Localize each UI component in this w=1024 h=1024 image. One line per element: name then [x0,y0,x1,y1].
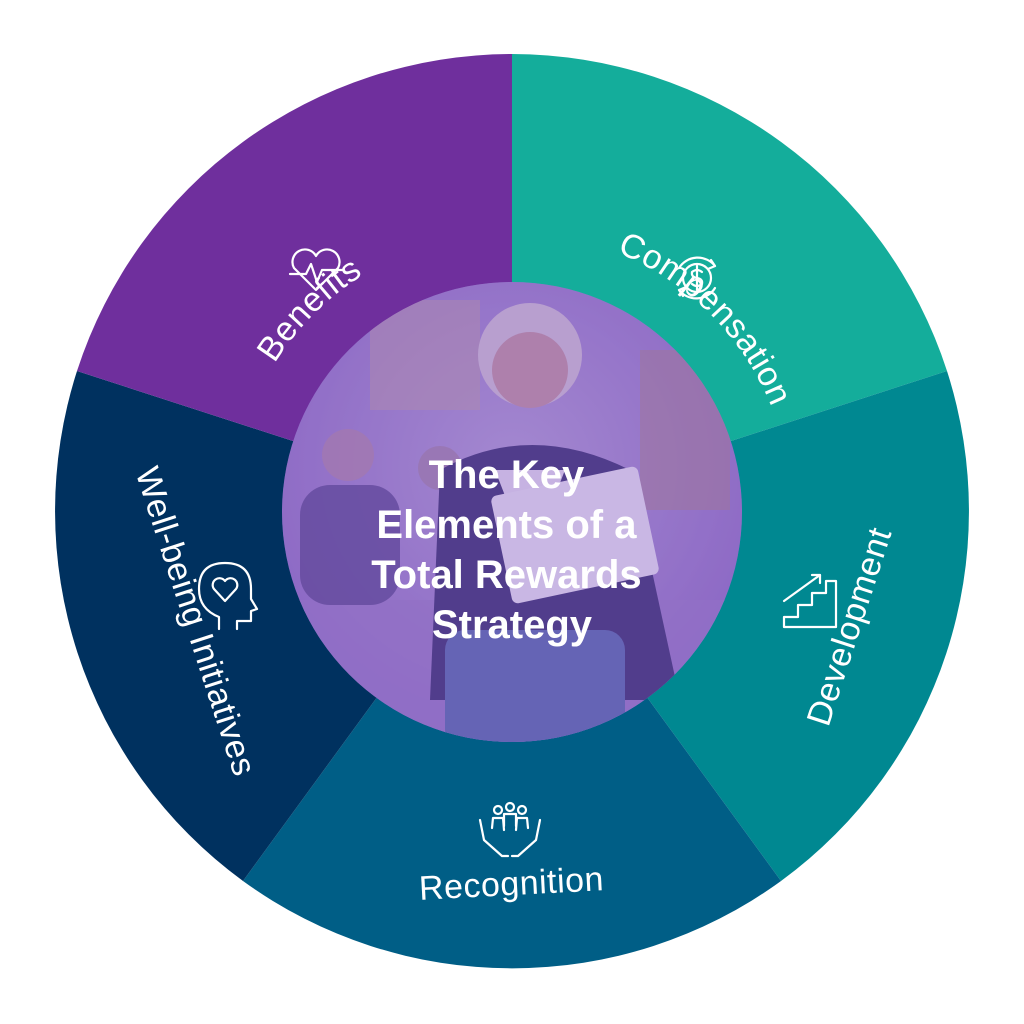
center-title-line-2: Elements of a [376,503,637,547]
center-title-line-1: The Key [429,453,585,497]
center-title-line-3: Total Rewards [371,553,641,597]
center-title-line-4: Strategy [432,603,593,647]
